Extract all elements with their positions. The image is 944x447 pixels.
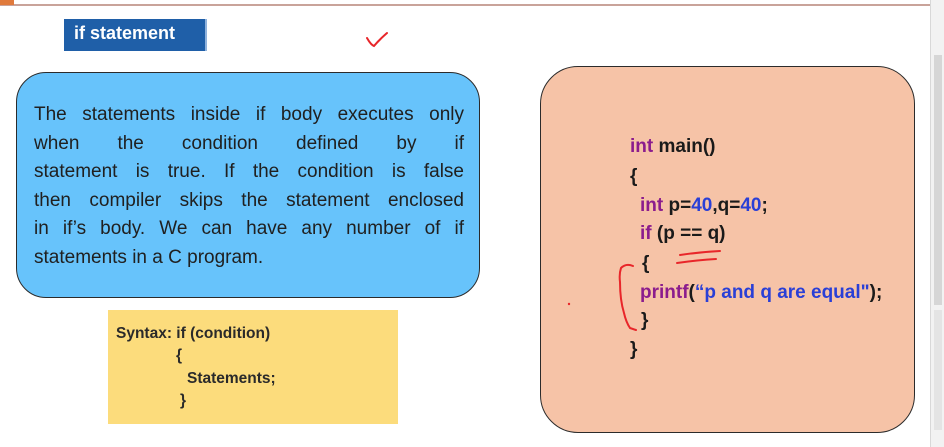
keyword-int: int <box>630 136 654 157</box>
section-title: if statement <box>74 23 176 43</box>
code-token: ,q= <box>712 195 741 216</box>
description-line: statement is true. If the condition is f… <box>34 161 464 183</box>
top-corner-accent <box>0 0 14 5</box>
description-word-group: statements in a C program. <box>34 247 264 268</box>
description-word-group: then compiler skips the statement enclos… <box>34 190 464 211</box>
keyword-printf: printf <box>640 282 689 303</box>
description-line: statements in a C program. <box>34 247 464 269</box>
code-line-if: if (p == q) <box>640 223 726 245</box>
code-condition: (p == q) <box>651 223 726 244</box>
code-example-box: int main() { int p=40,q=40; if (p == q) … <box>540 66 915 433</box>
underline-annotation-icon <box>676 250 721 264</box>
code-token: p= <box>663 195 692 216</box>
description-word-group: The statements inside if body executes o… <box>34 104 464 125</box>
checkmark-annotation-icon <box>366 32 388 48</box>
syntax-box: Syntax: if (condition) { Statements; } <box>108 310 398 424</box>
right-scroll-strip[interactable] <box>930 0 944 447</box>
description-word-group: statement is true. If the condition is f… <box>34 161 464 182</box>
literal-number: 40 <box>740 195 762 216</box>
code-line-close-brace: } <box>630 339 638 360</box>
scroll-track-lower <box>934 310 942 430</box>
code-line-if-close-brace: } <box>641 310 649 331</box>
top-divider <box>0 4 930 6</box>
keyword-if: if <box>640 223 652 244</box>
code-line-printf: printf(“p and q are equal"); <box>640 282 882 304</box>
keyword-int: int <box>640 195 664 216</box>
section-title-badge: if statement <box>64 19 207 51</box>
literal-number: 40 <box>691 195 713 216</box>
syntax-close-brace: } <box>180 392 187 409</box>
description-box: The statements inside if body executes o… <box>16 72 480 298</box>
syntax-header: Syntax: if (condition) <box>116 325 271 342</box>
stray-dot-mark <box>567 302 571 306</box>
description-line: when the condition defined by if <box>34 133 464 155</box>
syntax-statements: Statements; <box>187 370 276 387</box>
description-word-group: by <box>396 133 417 154</box>
code-token: ( <box>688 282 695 303</box>
description-line: The statements inside if body executes o… <box>34 104 464 126</box>
code-line-open-brace: { <box>630 166 638 187</box>
code-token: ; <box>761 195 768 216</box>
description-word-group: in if’s body. We can have any number of … <box>34 218 464 239</box>
syntax-open-brace: { <box>176 347 183 364</box>
bracket-annotation-icon <box>618 263 637 331</box>
description-word-group: the <box>117 133 144 154</box>
description-word-group: if <box>454 133 464 154</box>
code-main-signature: main() <box>653 136 716 157</box>
code-line-declaration: int p=40,q=40; <box>640 195 768 217</box>
code-line-if-open-brace: { <box>642 253 650 274</box>
description-word-group: when <box>34 133 80 154</box>
description-word-group: defined <box>296 133 359 154</box>
description-word-group: condition <box>181 133 258 154</box>
code-line-main: int main() <box>630 136 716 158</box>
literal-string: “p and q are equal" <box>694 282 870 303</box>
description-line: in if’s body. We can have any number of … <box>34 218 464 240</box>
scroll-thumb[interactable] <box>934 55 942 305</box>
description-line: then compiler skips the statement enclos… <box>34 190 464 212</box>
code-token: ); <box>869 282 883 303</box>
